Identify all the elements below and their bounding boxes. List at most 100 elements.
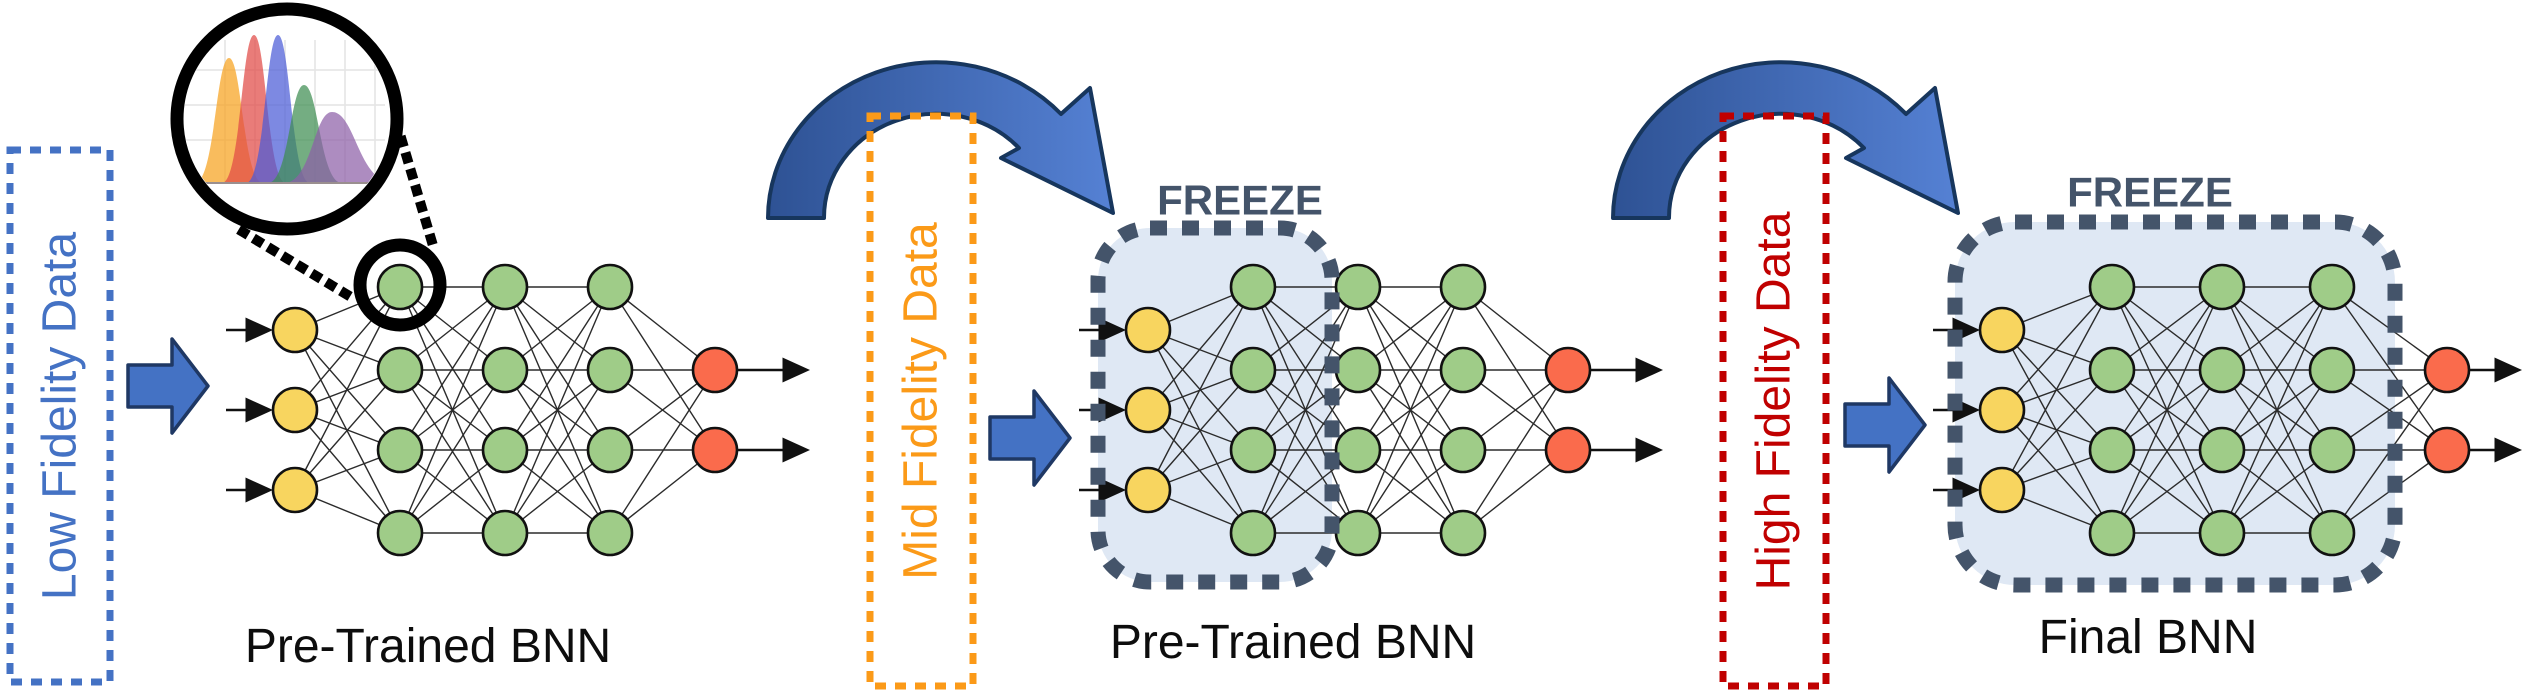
hidden-node [1439,426,1487,474]
low-fidelity-data-box [6,146,114,686]
callout-dotted-line-right [395,134,441,256]
input-node [1978,306,2026,354]
edge [2111,286,2223,534]
output-node [2423,346,2471,394]
edge [1147,286,1254,491]
network-pretrained-low [226,263,810,557]
edge [609,369,716,534]
edge [2001,286,2113,411]
edge [609,286,716,451]
edge [1357,286,1464,534]
input-node [1124,386,1172,434]
hidden-node [2308,509,2356,557]
hidden-node [1229,426,1277,474]
edge [1462,369,1569,534]
hidden-node [2308,263,2356,311]
highlight-node-ring [353,238,447,332]
network-final [1933,263,2522,557]
hidden-node [376,509,424,557]
input-node [1978,466,2026,514]
edge [2111,369,2223,534]
distribution-curve [284,112,390,183]
edge [1252,286,1359,534]
edge [399,286,506,451]
edge [399,369,506,534]
hidden-node [1229,263,1277,311]
hidden-node [481,509,529,557]
network-label-3: Final BNN [2039,611,2258,664]
block-arrow-right-icon [126,337,210,435]
edge [504,286,611,451]
edge [2221,286,2333,451]
edge [504,286,611,534]
hidden-node [1334,346,1382,394]
network-label-2: Pre-Trained BNN [1110,616,1476,669]
hidden-node [2198,346,2246,394]
hidden-node [2198,509,2246,557]
hidden-node [1334,509,1382,557]
hidden-node [2088,509,2136,557]
edge [1147,286,1254,411]
transfer-arrow-2 [1611,60,1960,220]
hidden-node [586,426,634,474]
freeze-label-final: FREEZE [2067,169,2233,216]
edge [2331,369,2448,451]
edge [1357,286,1464,451]
hidden-node [481,346,529,394]
edge [1147,329,1254,534]
output-node [2423,426,2471,474]
edge [1147,409,1254,534]
input-node [271,466,319,514]
edge [2221,369,2333,534]
hidden-node [1439,263,1487,311]
edge [2221,286,2333,534]
edge [2111,286,2223,451]
hidden-node [2088,426,2136,474]
output-node [691,426,739,474]
output-node [1544,346,1592,394]
hidden-node [586,346,634,394]
hidden-node [1229,346,1277,394]
hidden-node [1439,509,1487,557]
network-pretrained-mid [1079,263,1663,557]
weight-distributions-inset [185,35,390,184]
input-node [1124,306,1172,354]
hidden-node [586,263,634,311]
edge [2001,286,2113,491]
edge [2001,369,2113,491]
block-arrow-right-icon [988,389,1072,487]
edge [294,409,401,534]
hidden-node [1334,263,1382,311]
output-node [1544,426,1592,474]
transfer-arrow-1 [766,60,1115,220]
callout-dotted-line-left [236,225,363,307]
network-label-1: Pre-Trained BNN [245,620,611,673]
hidden-node [2198,263,2246,311]
input-node [271,386,319,434]
edge [2001,409,2113,534]
edge [1252,286,1359,451]
hidden-node [2198,426,2246,474]
hidden-node [2308,426,2356,474]
output-node [691,346,739,394]
hidden-node [376,426,424,474]
edge [294,369,401,491]
edge [1147,369,1254,491]
hidden-node [1229,509,1277,557]
mid-fidelity-data-box [866,112,977,690]
freeze-border-final [1947,214,2403,593]
edge [294,286,401,411]
input-node [1978,386,2026,434]
edge [504,369,611,534]
edge [399,286,506,534]
hidden-node [2088,263,2136,311]
edge [1462,286,1569,451]
input-node [271,306,319,354]
edge [1252,369,1359,534]
edge [2331,286,2448,451]
high-fidelity-data-box [1719,112,1830,690]
freeze-label-mid: FREEZE [1157,177,1323,224]
hidden-node [376,263,424,311]
hidden-node [2088,346,2136,394]
